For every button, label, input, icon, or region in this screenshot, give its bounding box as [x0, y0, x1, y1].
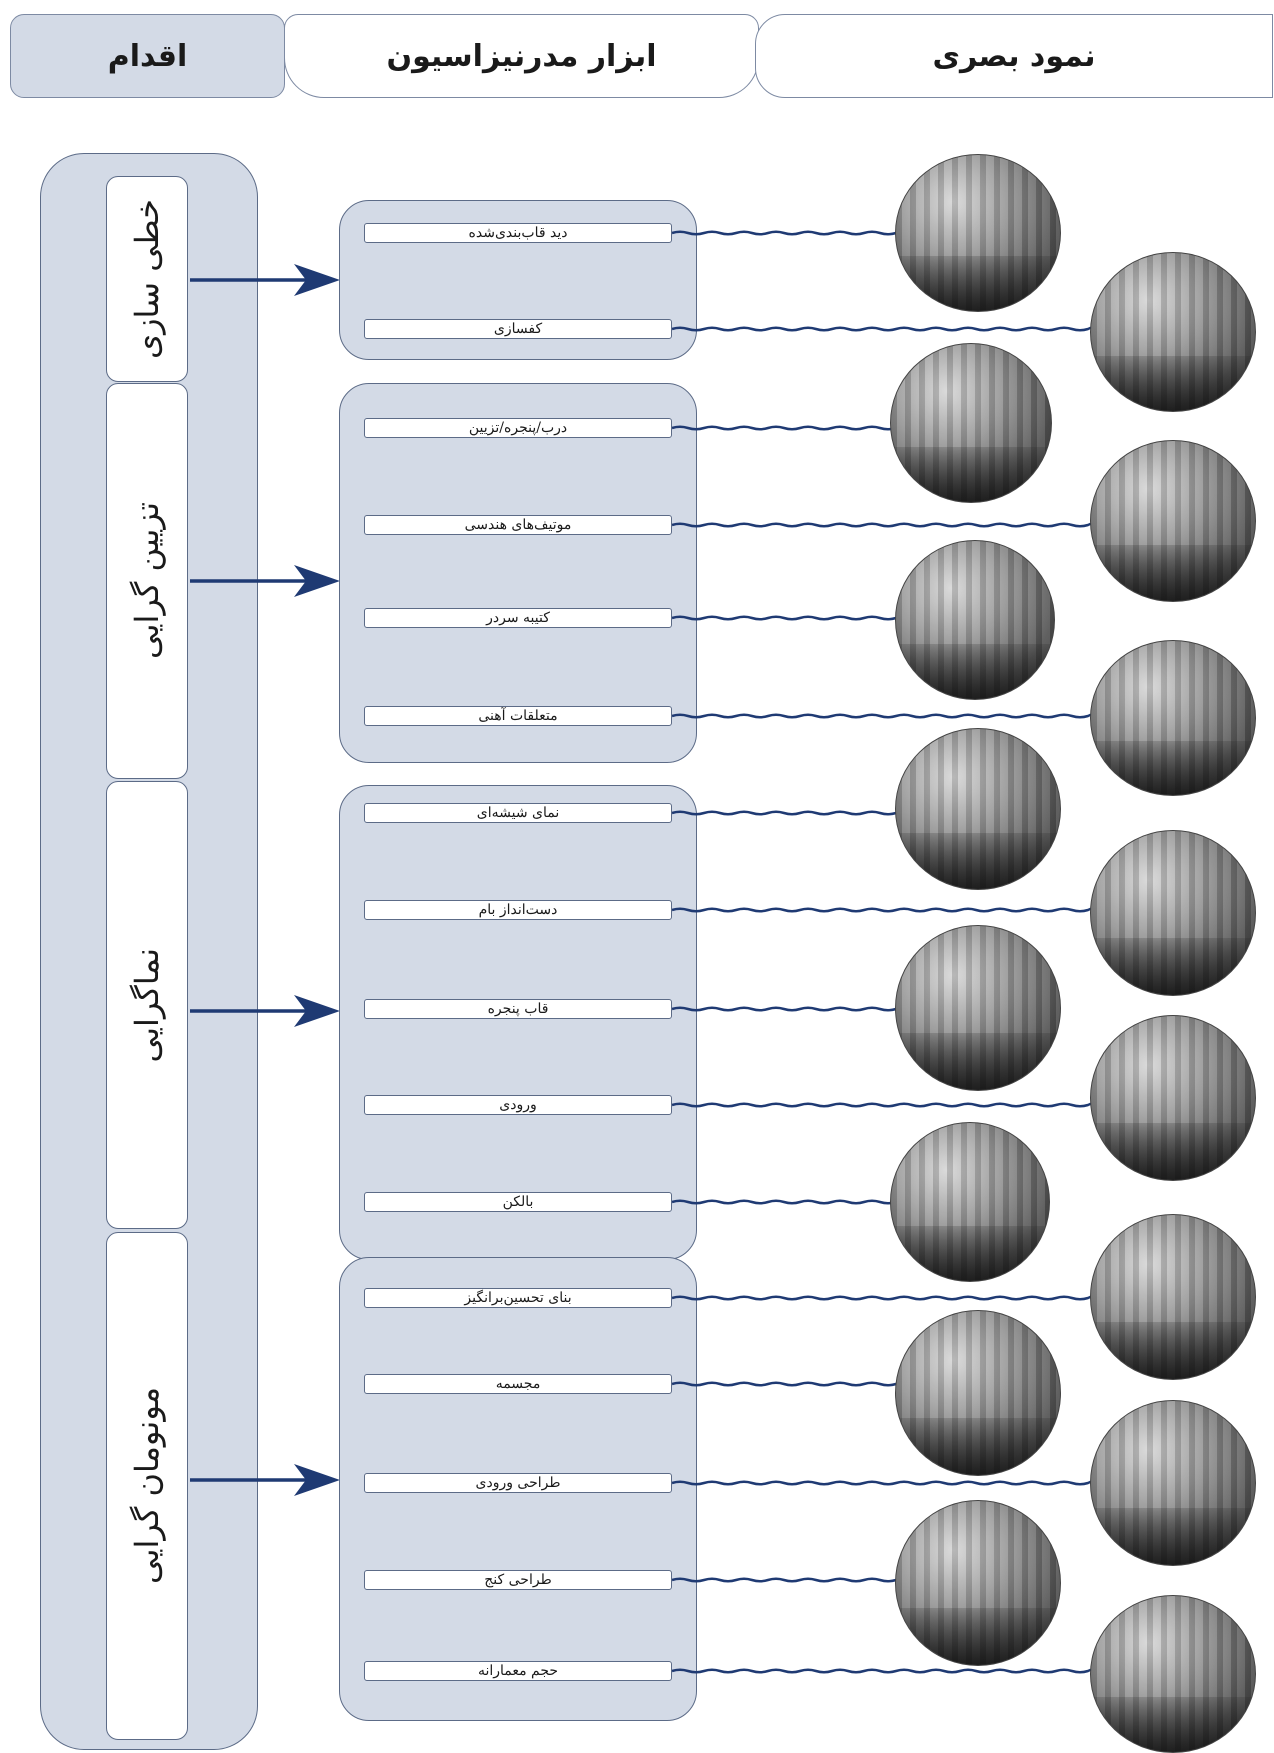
- photo-framed-view: [895, 154, 1061, 312]
- stage-label: مونومان گرایی: [128, 1387, 166, 1585]
- tool-label: بنای تحسین‌برانگیز: [464, 1290, 572, 1306]
- arrow-right-icon: [190, 264, 340, 296]
- tool-group-ornamentalism: [339, 383, 697, 763]
- tool-label: کفسازی: [493, 321, 543, 337]
- connector-line: [671, 1295, 1097, 1301]
- connector-line: [671, 425, 897, 431]
- stage-linearization: خطی سازی: [106, 176, 188, 382]
- tool-statue: مجسمه: [364, 1374, 672, 1394]
- photo-balcony: [890, 1122, 1050, 1282]
- header-action: اقدام: [10, 14, 285, 98]
- connector-line: [671, 1668, 1097, 1674]
- connector-line: [671, 1102, 1097, 1108]
- arrow-right-icon: [190, 995, 340, 1027]
- tool-label: مجسمه: [495, 1376, 541, 1392]
- tool-framed-view: دید قاب‌بندی‌شده: [364, 223, 672, 243]
- tool-label: متعلقات آهنی: [478, 708, 558, 724]
- arrow-right-icon: [190, 1464, 340, 1496]
- tool-label: بالکن: [502, 1194, 534, 1210]
- tool-label: حجم معمارانه: [477, 1663, 559, 1679]
- header-visual: نمود بصری: [755, 14, 1273, 98]
- photo-paving: [1090, 252, 1256, 412]
- header-tools: ابزار مدرنیزاسیون: [284, 14, 759, 98]
- photo-corner-design: [895, 1500, 1061, 1666]
- header-tools-label: ابزار مدرنیزاسیون: [386, 38, 657, 74]
- connector-line: [671, 522, 1097, 528]
- stage-monumentalism: مونومان گرایی: [106, 1232, 188, 1740]
- arrow-right-icon: [190, 565, 340, 597]
- tool-group-facadism: [339, 785, 697, 1260]
- tool-label: طراحی ورودی: [475, 1475, 561, 1491]
- tool-label: کتیبه سردر: [486, 610, 550, 626]
- connector-line: [671, 713, 1097, 719]
- tool-entrance-inscription: کتیبه سردر: [364, 608, 672, 628]
- connector-line: [671, 615, 902, 621]
- tool-roof-parapet: دست‌انداز بام: [364, 900, 672, 920]
- photo-entrance-design: [1090, 1400, 1256, 1566]
- stage-label: تزیین گرایی: [128, 502, 166, 660]
- tool-label: طراحی کنج: [484, 1572, 552, 1588]
- tool-label: ورودی: [499, 1097, 537, 1113]
- header-action-label: اقدام: [107, 38, 188, 74]
- connector-line: [671, 1199, 897, 1205]
- tool-label: دست‌انداز بام: [478, 902, 558, 918]
- tool-label: درب/پنجره/تزیین: [468, 420, 568, 436]
- tool-glass-facade: نمای شیشه‌ای: [364, 803, 672, 823]
- connector-line: [671, 230, 902, 236]
- tool-admirable-building: بنای تحسین‌برانگیز: [364, 1288, 672, 1308]
- tool-iron-fittings: متعلقات آهنی: [364, 706, 672, 726]
- header-visual-label: نمود بصری: [932, 38, 1096, 74]
- stage-facadism: نماگرایی: [106, 781, 188, 1229]
- photo-admirable-building: [1090, 1214, 1256, 1380]
- stage-ornamentalism: تزیین گرایی: [106, 383, 188, 779]
- photo-geometric-motifs: [1090, 440, 1256, 602]
- photo-statue: [895, 1310, 1061, 1476]
- photo-roof-parapet: [1090, 830, 1256, 996]
- tool-entrance-design: طراحی ورودی: [364, 1473, 672, 1493]
- connector-line: [671, 1381, 902, 1387]
- tool-corner-design: طراحی کنج: [364, 1570, 672, 1590]
- connector-line: [671, 1577, 902, 1583]
- connector-line: [671, 1006, 902, 1012]
- photo-architectural-mass: [1090, 1595, 1256, 1753]
- connector-line: [671, 907, 1097, 913]
- stage-label: خطی سازی: [128, 199, 166, 359]
- tool-label: دید قاب‌بندی‌شده: [468, 225, 568, 241]
- tool-window-frame: قاب پنجره: [364, 999, 672, 1019]
- tool-label: قاب پنجره: [487, 1001, 549, 1017]
- connector-line: [671, 326, 1097, 332]
- tool-entrance: ورودی: [364, 1095, 672, 1115]
- tool-door-window-ornament: درب/پنجره/تزیین: [364, 418, 672, 438]
- photo-door-window-ornament: [890, 343, 1052, 503]
- connector-line: [671, 1480, 1097, 1486]
- tool-label: نمای شیشه‌ای: [476, 805, 560, 821]
- photo-entrance: [1090, 1015, 1256, 1181]
- stage-label: نماگرایی: [128, 947, 166, 1063]
- tool-balcony: بالکن: [364, 1192, 672, 1212]
- tool-label: موتیف‌های هندسی: [464, 517, 572, 533]
- photo-glass-facade: [895, 728, 1061, 890]
- tool-paving: کفسازی: [364, 319, 672, 339]
- photo-entrance-inscription: [895, 540, 1055, 700]
- photo-iron-fittings: [1090, 640, 1256, 796]
- photo-window-frame: [895, 925, 1061, 1091]
- tool-architectural-mass: حجم معمارانه: [364, 1661, 672, 1681]
- tool-geometric-motifs: موتیف‌های هندسی: [364, 515, 672, 535]
- connector-line: [671, 810, 902, 816]
